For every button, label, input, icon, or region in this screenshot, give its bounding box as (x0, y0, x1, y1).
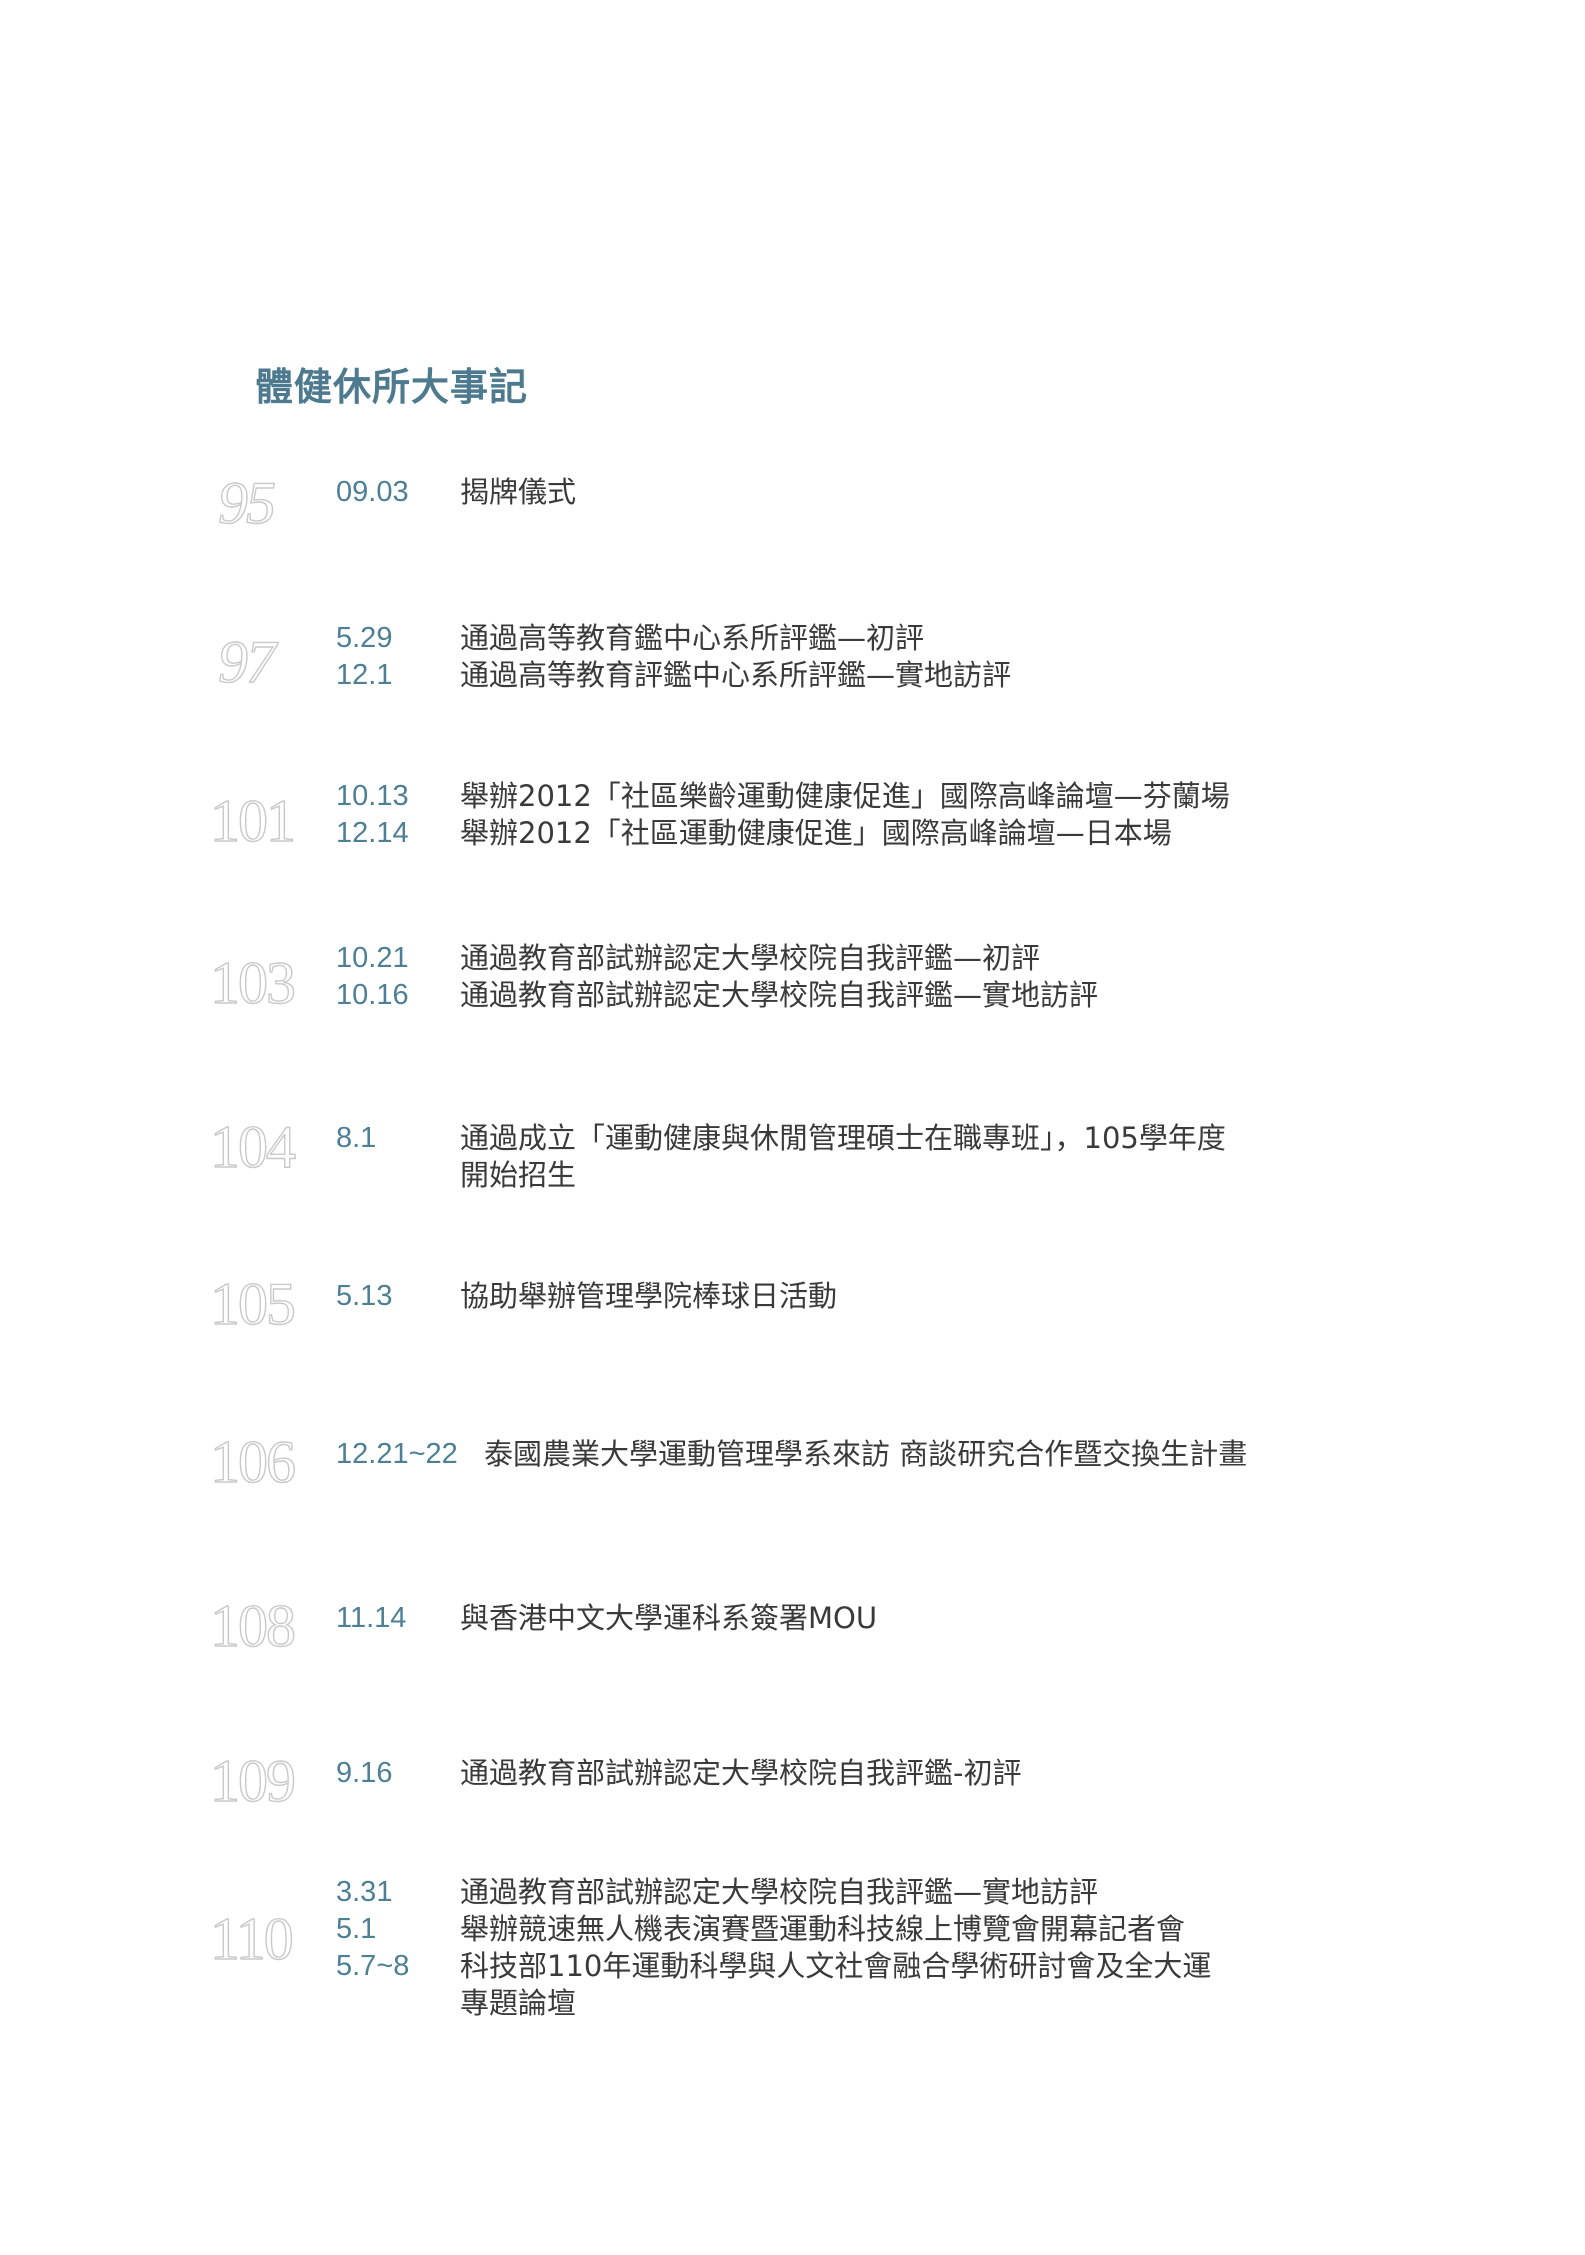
year-label: 95 (217, 470, 276, 536)
timeline-event: 09.03 揭牌儀式 (336, 474, 1336, 510)
timeline-event: 10.16 通過教育部試辦認定大學校院自我評鑑—實地訪評 (336, 977, 1336, 1013)
timeline-event: 12.1 通過高等教育評鑑中心系所評鑑—實地訪評 (336, 657, 1336, 693)
timeline-event: 10.21 通過教育部試辦認定大學校院自我評鑑—初評 (336, 940, 1336, 976)
event-description: 通過成立「運動健康與休閒管理碩士在職專班」，105學年度開始招生 (460, 1121, 1226, 1192)
event-date: 5.29 (336, 622, 393, 654)
year-label: 108 (209, 1593, 296, 1659)
event-date: 5.13 (336, 1280, 393, 1312)
event-description: 通過高等教育評鑑中心系所評鑑—實地訪評 (460, 658, 1012, 692)
timeline-event: 5.1 舉辦競速無人機表演賽暨運動科技線上博覽會開幕記者會 (336, 1911, 1336, 1947)
year-label: 103 (209, 950, 296, 1016)
event-date: 10.21 (336, 942, 409, 974)
event-date: 5.1 (336, 1913, 377, 1945)
event-description: 科技部110年運動科學與人文社會融合學術研討會及全大運專題論壇 (460, 1949, 1212, 2020)
event-date: 9.16 (336, 1757, 393, 1789)
event-date: 09.03 (336, 476, 409, 508)
event-description: 舉辦競速無人機表演賽暨運動科技線上博覽會開幕記者會 (460, 1912, 1186, 1946)
timeline-event: 3.31 通過教育部試辦認定大學校院自我評鑑—實地訪評 (336, 1874, 1336, 1910)
event-date: 10.13 (336, 780, 409, 812)
timeline-event: 8.1 通過成立「運動健康與休閒管理碩士在職專班」，105學年度開始招生 (336, 1120, 1336, 1200)
event-date: 10.16 (336, 979, 409, 1011)
event-description: 泰國農業大學運動管理學系來訪 商談研究合作暨交換生計畫 (484, 1437, 1248, 1471)
timeline-event: 12.14 舉辦2012「社區運動健康促進」國際高峰論壇—日本場 (336, 815, 1336, 851)
event-description: 揭牌儀式 (460, 475, 577, 509)
event-description: 舉辦2012「社區樂齡運動健康促進」國際高峰論壇—芬蘭場 (460, 779, 1230, 813)
timeline-event: 12.21~22 泰國農業大學運動管理學系來訪 商談研究合作暨交換生計畫 (336, 1436, 1336, 1472)
event-description: 通過教育部試辦認定大學校院自我評鑑—初評 (460, 941, 1041, 975)
timeline-event: 11.14 與香港中文大學運科系簽署MOU (336, 1600, 1336, 1636)
year-label: 105 (209, 1271, 296, 1337)
year-label: 104 (209, 1114, 296, 1180)
year-label: 109 (209, 1748, 296, 1814)
year-label: 101 (209, 788, 296, 854)
event-description: 與香港中文大學運科系簽署MOU (460, 1601, 878, 1635)
event-date: 5.7~8 (336, 1950, 410, 1982)
timeline-event: 10.13 舉辦2012「社區樂齡運動健康促進」國際高峰論壇—芬蘭場 (336, 778, 1336, 814)
event-date: 12.1 (336, 659, 393, 691)
event-date: 12.14 (336, 817, 409, 849)
event-date: 11.14 (336, 1602, 407, 1634)
event-date: 12.21~22 (336, 1438, 458, 1470)
event-date: 3.31 (336, 1876, 393, 1908)
timeline-event: 5.29 通過高等教育鑑中心系所評鑑—初評 (336, 620, 1336, 656)
event-description: 通過教育部試辦認定大學校院自我評鑑—實地訪評 (460, 978, 1099, 1012)
year-label: 110 (209, 1906, 294, 1972)
timeline-event: 9.16 通過教育部試辦認定大學校院自我評鑑-初評 (336, 1755, 1336, 1791)
timeline-event: 5.13 協助舉辦管理學院棒球日活動 (336, 1278, 1336, 1314)
timeline-event: 5.7~8 科技部110年運動科學與人文社會融合學術研討會及全大運專題論壇 (336, 1948, 1336, 2028)
event-date: 8.1 (336, 1122, 377, 1154)
year-label: 106 (209, 1429, 296, 1495)
event-description: 通過教育部試辦認定大學校院自我評鑑—實地訪評 (460, 1875, 1099, 1909)
event-description: 協助舉辦管理學院棒球日活動 (460, 1279, 838, 1313)
event-description: 通過教育部試辦認定大學校院自我評鑑-初評 (460, 1756, 1022, 1790)
event-description: 舉辦2012「社區運動健康促進」國際高峰論壇—日本場 (460, 816, 1172, 850)
event-description: 通過高等教育鑑中心系所評鑑—初評 (460, 621, 925, 655)
page-title: 體健休所大事記 (255, 365, 529, 409)
year-label: 97 (217, 629, 276, 695)
